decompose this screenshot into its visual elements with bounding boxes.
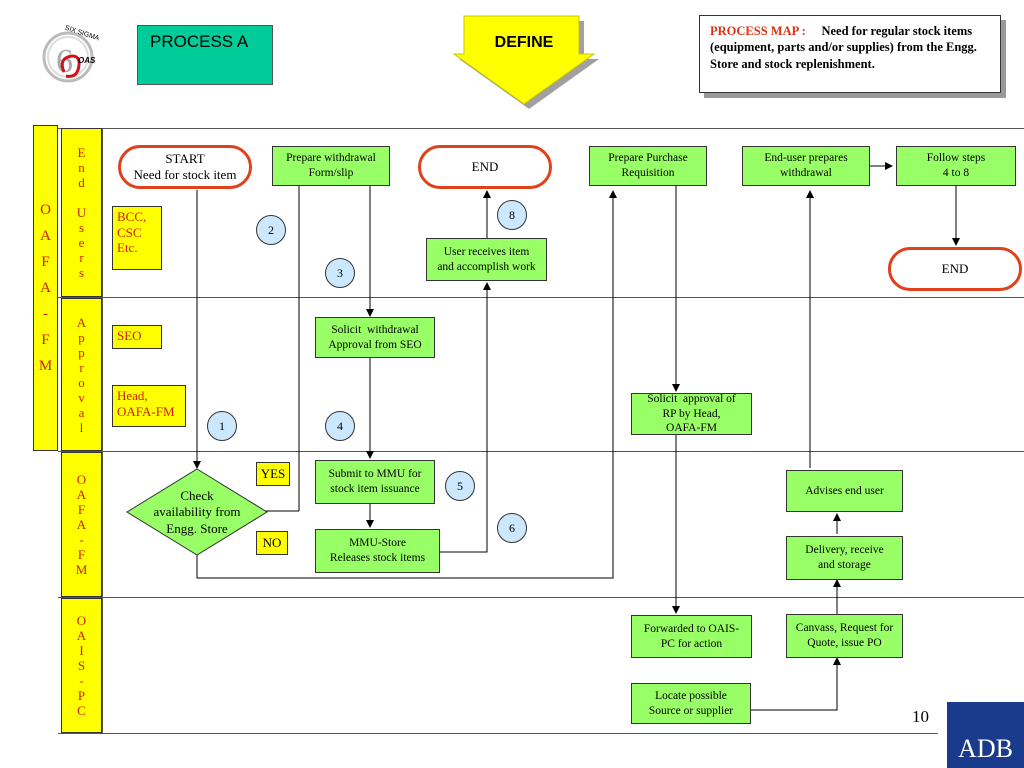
lane-label-end-users: E n d U s e r s xyxy=(61,128,102,297)
svg-text:6: 6 xyxy=(56,43,73,80)
lane-label-column-edge xyxy=(102,128,103,733)
prepare-withdrawal-step: Prepare withdrawal Form/slip xyxy=(272,146,390,186)
delivery-step: Delivery, receive and storage xyxy=(786,536,903,580)
step-circle-6: 6 xyxy=(497,513,527,543)
process-map-text: Need for regular stock items (equipment,… xyxy=(710,24,977,71)
role-head: Head, OAFA-FM xyxy=(112,385,186,427)
canvass-step: Canvass, Request for Quote, issue PO xyxy=(786,614,903,658)
process-map-box: PROCESS MAP : Need for regular stock ite… xyxy=(699,15,1001,93)
outer-lane-label: O A F A - F M xyxy=(33,125,58,451)
end-terminator-2: END xyxy=(888,247,1022,291)
process-map-label: PROCESS MAP : xyxy=(710,24,806,38)
process-label-box: PROCESS A xyxy=(137,25,273,85)
enduser-withdrawal-step: End-user prepares withdrawal xyxy=(742,146,870,186)
adb-logo-text: ADB xyxy=(958,734,1013,763)
lane-divider-bottom xyxy=(58,733,938,734)
lane-divider-2 xyxy=(58,451,1024,452)
submit-mmu-step: Submit to MMU for stock item issuance xyxy=(315,460,435,504)
step-circle-5: 5 xyxy=(445,471,475,501)
forwarded-step: Forwarded to OAIS- PC for action xyxy=(631,615,752,658)
role-bcc: BCC, CSC Etc. xyxy=(112,206,162,270)
lane-label-oais-pc: O A I S - P C xyxy=(61,598,102,733)
lane-divider-3 xyxy=(58,597,1024,598)
yes-label: YES xyxy=(256,462,290,486)
follow-steps-step: Follow steps 4 to 8 xyxy=(896,146,1016,186)
page-number: 10 xyxy=(912,707,929,726)
advises-step: Advises end user xyxy=(786,470,903,512)
step-circle-8: 8 xyxy=(497,200,527,230)
define-label: DEFINE xyxy=(494,34,554,51)
step-circle-3: 3 xyxy=(325,258,355,288)
end-terminator-1: END xyxy=(418,145,552,189)
solicit-head-step: Solicit approval of RP by Head, OAFA-FM xyxy=(631,393,752,435)
process-label: PROCESS A xyxy=(150,32,249,51)
lane-divider-top xyxy=(58,128,1024,129)
mmu-release-step: MMU-Store Releases stock items xyxy=(315,529,440,573)
check-availability-label: Check availability from Engg. Store xyxy=(153,488,241,536)
adb-logo: ADB xyxy=(947,702,1024,768)
user-receives-step: User receives item and accomplish work xyxy=(426,238,547,281)
step-circle-4: 4 xyxy=(325,411,355,441)
solicit-seo-step: Solicit withdrawal Approval from SEO xyxy=(315,317,435,358)
start-terminator: START Need for stock item xyxy=(118,145,252,189)
lane-divider-1 xyxy=(58,297,1024,298)
lane-label-oafa-fm: O A F A - F M xyxy=(61,452,102,597)
prepare-pr-step: Prepare Purchase Requisition xyxy=(589,146,707,186)
step-circle-2: 2 xyxy=(256,215,286,245)
step-circle-1: 1 xyxy=(207,411,237,441)
lane-label-approval: A p p r o v a l xyxy=(61,298,102,451)
locate-step: Locate possible Source or supplier xyxy=(631,683,751,724)
define-arrow: DEFINE xyxy=(442,14,602,109)
role-seo: SEO xyxy=(112,325,162,349)
logo-text-bottom: OAS xyxy=(78,56,96,65)
check-availability-decision: Check availability from Engg. Store xyxy=(126,468,268,556)
six-sigma-logo: 6 SIX SIGMA OAS xyxy=(38,25,102,84)
no-label: NO xyxy=(256,531,288,555)
